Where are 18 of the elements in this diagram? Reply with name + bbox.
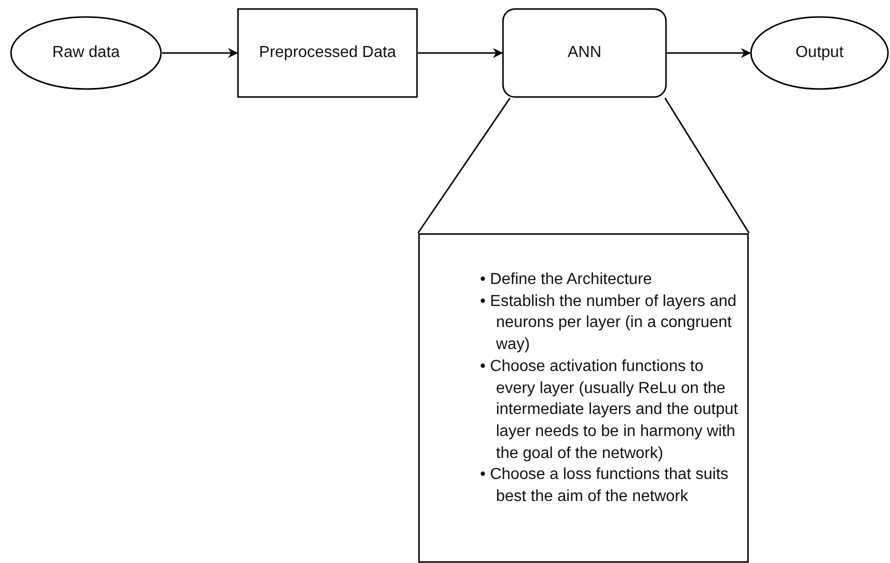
- callout-line: [417, 98, 511, 234]
- terminal-ellipse: [10, 16, 162, 90]
- node-label: Raw data: [52, 44, 120, 62]
- node-label: Preprocessed Data: [259, 44, 396, 62]
- bullet-item: • Establish the number of layers and neurons per layer (in a congruent way): [480, 292, 738, 356]
- terminal-ellipse: [750, 16, 889, 90]
- node-label: ANN: [568, 44, 602, 62]
- arrow: [667, 48, 751, 58]
- detail-box: [418, 233, 749, 563]
- callout-line: [664, 98, 750, 234]
- bullet-item: • Choose activation functions to every layer (usually ReLu on the intermediate layers and the output layer needs to be in harmony with the goal of the network): [480, 356, 739, 464]
- arrow: [418, 48, 503, 58]
- rounded-process-box: [502, 8, 667, 98]
- process-box: [237, 8, 418, 98]
- node-label: Output: [795, 44, 844, 62]
- bullet-item: • Choose a loss functions that suits best the aim of the network: [480, 465, 730, 508]
- arrow: [162, 48, 238, 58]
- bullet-item: • Define the Architecture: [480, 270, 653, 290]
